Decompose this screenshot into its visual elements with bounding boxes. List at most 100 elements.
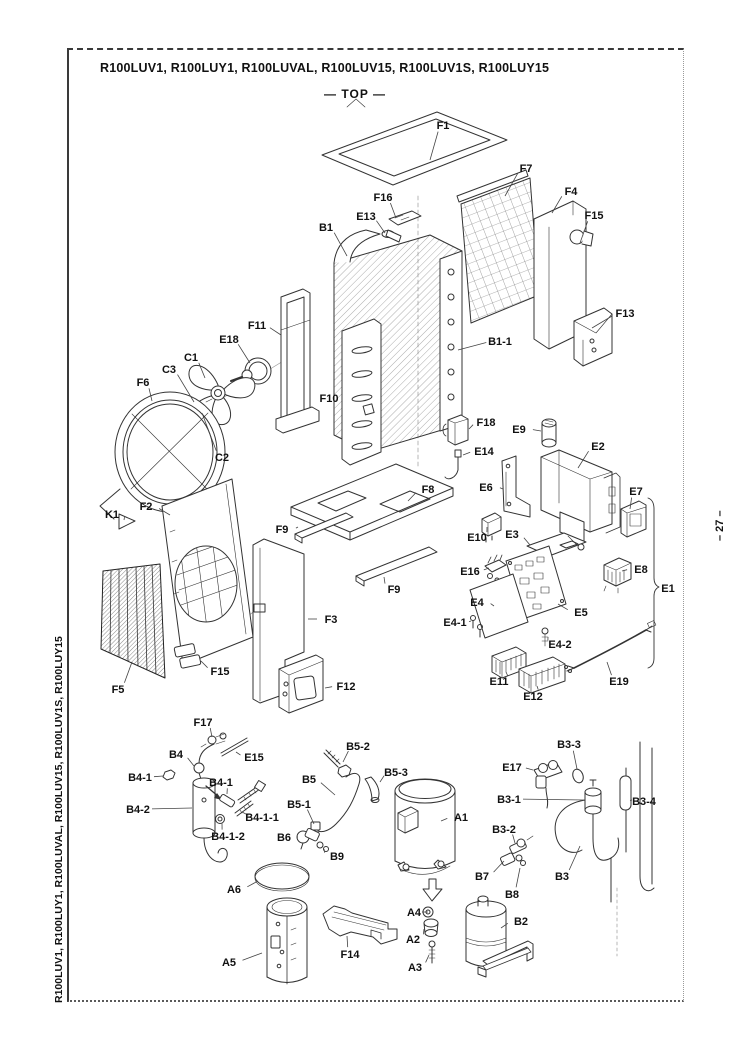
part-label-F4: F4 bbox=[565, 186, 579, 198]
leader-line-F18 bbox=[468, 424, 474, 430]
part-label-F17: F17 bbox=[194, 717, 213, 729]
part-E7-terminal-cover bbox=[620, 500, 647, 538]
part-F5-inlet-grille bbox=[100, 563, 166, 679]
part-label-E19: E19 bbox=[609, 676, 629, 688]
leader-line-F5 bbox=[124, 661, 133, 683]
leader-line-F9 bbox=[383, 576, 386, 584]
part-label-B5-3: B5-3 bbox=[384, 767, 408, 779]
part-F15-handle-top bbox=[569, 229, 594, 247]
leader-line-E9 bbox=[532, 429, 542, 432]
part-A2-grommet bbox=[423, 918, 439, 937]
leader-line-E11 bbox=[505, 671, 508, 676]
leader-line-E3 bbox=[523, 537, 531, 546]
leader-line-F15 bbox=[200, 660, 208, 668]
part-label-C2: C2 bbox=[215, 452, 229, 464]
part-label-F12: F12 bbox=[337, 681, 356, 693]
part-label-B3-2: B3-2 bbox=[492, 824, 516, 836]
part-label-F15: F15 bbox=[211, 666, 230, 678]
top-caret-icon bbox=[346, 98, 366, 108]
part-label-E7: E7 bbox=[629, 486, 642, 498]
leader-line-B4 bbox=[187, 757, 195, 767]
part-E6-bracket-plate bbox=[501, 455, 531, 518]
leader-line-F9 bbox=[295, 526, 299, 529]
leader-line-E18 bbox=[237, 344, 251, 364]
part-E17-sensor bbox=[533, 760, 563, 809]
part-label-F15: F15 bbox=[585, 210, 604, 222]
part-label-F16: F16 bbox=[374, 192, 393, 204]
part-label-B3: B3 bbox=[555, 871, 569, 883]
part-F10-deflector bbox=[341, 318, 382, 466]
part-B8-fitting bbox=[515, 854, 526, 866]
leader-line-B4-1 bbox=[153, 775, 164, 778]
part-label-E9: E9 bbox=[512, 424, 525, 436]
leader-line-B1 bbox=[333, 232, 348, 257]
part-label-K1: K1 bbox=[105, 509, 119, 521]
part-label-F9: F9 bbox=[276, 524, 289, 536]
part-F9-rail-right bbox=[355, 546, 438, 587]
leader-line-E13 bbox=[376, 220, 386, 234]
part-label-E5: E5 bbox=[574, 607, 587, 619]
E1-group-bracket bbox=[647, 497, 660, 669]
leader-line-F1 bbox=[429, 131, 439, 161]
part-B3-4-capsule bbox=[619, 767, 632, 853]
leader-line-F12 bbox=[324, 686, 333, 689]
part-label-E11: E11 bbox=[490, 676, 509, 688]
part-label-B6: B6 bbox=[277, 832, 291, 844]
leader-line-B1-1 bbox=[457, 342, 487, 351]
part-F18-holder bbox=[442, 414, 469, 446]
part-F9-rail-left bbox=[294, 512, 354, 544]
part-label-E4: E4 bbox=[470, 597, 484, 609]
part-F17-clamp bbox=[200, 732, 227, 748]
part-label-B5-1: B5-1 bbox=[287, 799, 311, 811]
leader-line-C1 bbox=[198, 362, 206, 379]
part-B3-piping bbox=[554, 741, 655, 903]
part-label-E12: E12 bbox=[523, 691, 543, 703]
part-label-E1: E1 bbox=[661, 583, 674, 595]
part-label-B5-2: B5-2 bbox=[346, 741, 370, 753]
part-label-B7: B7 bbox=[475, 871, 489, 883]
part-B4-valve-assembly bbox=[162, 743, 267, 863]
part-B3-1-valve bbox=[584, 779, 602, 839]
leader-line-E16 bbox=[483, 567, 490, 571]
part-E15-rod bbox=[220, 737, 249, 757]
leader-line-B3-2 bbox=[512, 834, 516, 844]
part-label-B4-2: B4-2 bbox=[126, 804, 150, 816]
part-label-F7: F7 bbox=[520, 163, 533, 175]
part-label-A3: A3 bbox=[408, 962, 422, 974]
leader-line-C3 bbox=[177, 374, 195, 403]
part-label-B4-1: B4-1 bbox=[128, 772, 152, 784]
part-F7-rear-grille bbox=[456, 169, 540, 324]
part-E4-2-screw bbox=[541, 627, 549, 647]
part-A1-compressor bbox=[394, 778, 456, 875]
part-label-A1: A1 bbox=[454, 812, 468, 824]
part-B2-accumulator bbox=[465, 895, 534, 978]
part-label-B4: B4 bbox=[169, 749, 184, 761]
leader-line-A5 bbox=[242, 952, 263, 961]
part-F14-bracket bbox=[322, 905, 398, 945]
part-label-E6: E6 bbox=[479, 482, 492, 494]
leader-line-A6 bbox=[247, 880, 259, 888]
part-label-A5: A5 bbox=[222, 957, 236, 969]
leader-line-E12 bbox=[536, 685, 539, 690]
leader-line-B5 bbox=[320, 782, 336, 796]
top-orientation-label: — TOP — bbox=[324, 87, 386, 101]
leader-line-E8 bbox=[621, 569, 628, 572]
part-label-E10: E10 bbox=[467, 532, 487, 544]
leader-line-B5-3 bbox=[379, 775, 385, 783]
leader-line-F13 bbox=[591, 315, 613, 329]
leader-line-E14 bbox=[462, 451, 471, 456]
part-label-B3-3: B3-3 bbox=[557, 739, 581, 751]
part-A3-bolt bbox=[428, 940, 436, 964]
leader-line-B5-2 bbox=[342, 750, 349, 763]
part-label-B4-1-2: B4-1-2 bbox=[211, 831, 245, 843]
part-label-F13: F13 bbox=[616, 308, 635, 320]
part-B3-3-ring bbox=[572, 768, 584, 784]
part-A5-sound-blanket bbox=[266, 897, 308, 985]
part-B6-valve bbox=[296, 827, 320, 850]
leader-line-B3 bbox=[568, 845, 581, 871]
part-E2-control-box bbox=[540, 449, 621, 543]
leader-line-A3 bbox=[425, 954, 430, 963]
part-label-F5: F5 bbox=[112, 684, 125, 696]
leader-line-B5-1 bbox=[307, 809, 315, 825]
